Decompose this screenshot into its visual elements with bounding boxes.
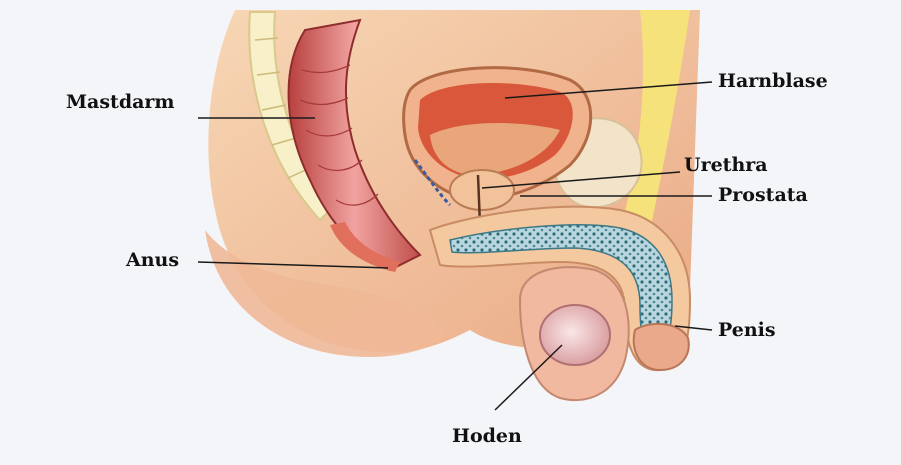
prostate: [450, 170, 514, 210]
glans: [634, 324, 689, 370]
label-prostata: Prostata: [718, 186, 808, 205]
label-mastdarm: Mastdarm: [66, 93, 175, 112]
label-hoden: Hoden: [452, 427, 522, 446]
label-anus: Anus: [126, 251, 179, 270]
label-penis: Penis: [718, 321, 776, 340]
label-harnblase: Harnblase: [718, 72, 828, 91]
label-urethra: Urethra: [684, 156, 768, 175]
